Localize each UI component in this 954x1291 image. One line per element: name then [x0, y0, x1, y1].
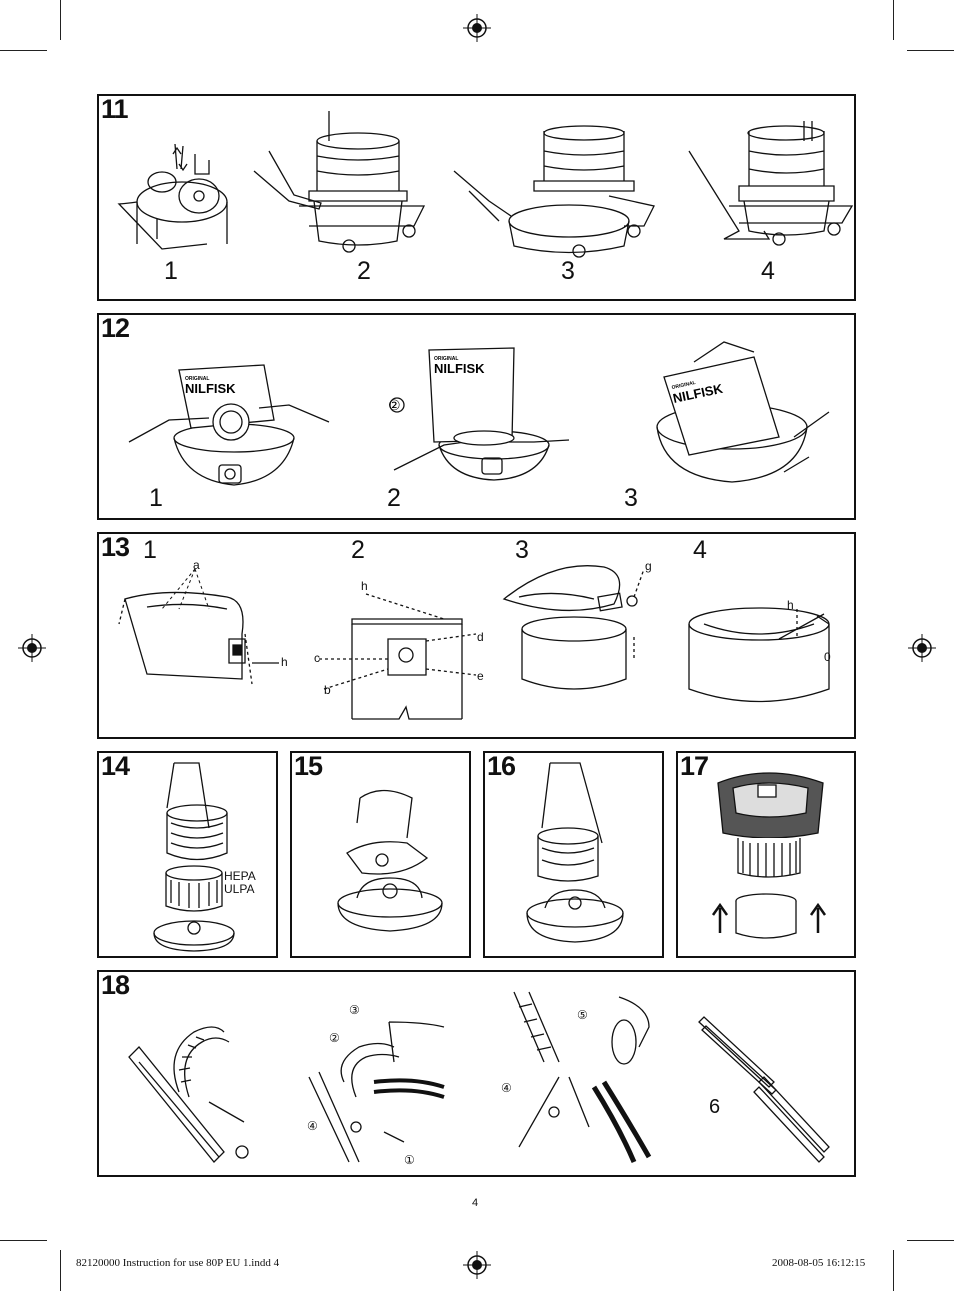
label-g: g [645, 559, 652, 573]
illustration-lid-release [117, 124, 237, 254]
step-number: 1 [143, 536, 157, 564]
circled-step: ② [388, 398, 401, 414]
illustration-container-pull [449, 131, 659, 261]
illustration-filter-on-lid [520, 758, 640, 948]
callout-5: ⑤ [577, 1008, 588, 1022]
illustration-squeegee-hose [124, 1012, 254, 1172]
bag-brand-small: ORIGINAL [185, 376, 209, 382]
step-number: 4 [693, 536, 707, 564]
registration-mark-right [908, 634, 936, 662]
illustration-bag-press: ORIGINAL NILFISK [644, 337, 844, 487]
panel-16: 16 [483, 751, 664, 958]
filter-label-hepa: HEPA [224, 869, 256, 883]
bag-brand: NILFISK [185, 381, 236, 396]
panel-14: 14 HEPA ULPA [97, 751, 278, 958]
illustration-hose-clip: ⑤ ④ [501, 987, 669, 1167]
illustration-empty-container [679, 594, 854, 714]
panel-number: 13 [101, 532, 130, 562]
step-number: 1 [149, 484, 163, 512]
callout-1: ① [404, 1153, 415, 1167]
panel-13: 13 1 2 3 4 a h h c d e b [97, 532, 856, 739]
step-number: 2 [351, 536, 365, 564]
illustration-container-lock [684, 131, 854, 261]
step-number: 6 [709, 1096, 721, 1118]
panel-15: 15 [290, 751, 471, 958]
callout-4: ④ [307, 1119, 318, 1133]
label-h: h [281, 655, 288, 669]
step-number: 1 [164, 257, 178, 285]
illustration-bag-diagram [314, 589, 484, 729]
step-number: 3 [561, 257, 575, 285]
footer-file: 82120000 Instruction for use 80P EU 1.in… [76, 1257, 280, 1269]
bag-brand-small: ORIGINAL [434, 356, 458, 362]
label-b: b [324, 683, 331, 697]
panel-11: 11 1 2 [97, 94, 856, 301]
panel-number: 11 [101, 94, 129, 124]
illustration-hepa-filter [149, 758, 239, 953]
step-number: 3 [624, 484, 638, 512]
step-number: 4 [761, 257, 775, 285]
step-number: 3 [515, 536, 529, 564]
panel-number: 17 [680, 751, 709, 781]
label-c: c [314, 651, 320, 665]
illustration-foot-press [249, 131, 429, 261]
label-zero: 0 [824, 650, 831, 664]
panel-number: 18 [101, 970, 130, 1000]
label-h: h [787, 598, 794, 612]
panel-number: 16 [487, 751, 516, 781]
illustration-bag-removal [494, 559, 669, 704]
panel-number: 14 [101, 751, 130, 781]
footer-timestamp: 2008-08-05 16:12:15 [772, 1257, 866, 1269]
step-number: 2 [357, 257, 371, 285]
illustration-bag-insert: ORIGINAL NILFISK [129, 360, 339, 500]
label-d: d [477, 630, 484, 644]
callout-4: ④ [501, 1081, 512, 1095]
illustration-bag-fit: ORIGINAL NILFISK ② [388, 350, 584, 490]
panel-number: 15 [294, 751, 323, 781]
illustration-squeegee-blades [694, 1002, 844, 1162]
label-h: h [361, 579, 368, 593]
illustration-full-bag [117, 579, 297, 689]
registration-mark-bottom [463, 1251, 491, 1279]
page-number: 4 [472, 1197, 479, 1209]
illustration-lid-assembly [332, 783, 447, 943]
panel-18: 18 ③ ② ④ ① [97, 970, 856, 1177]
illustration-cartridge-filter [708, 763, 838, 948]
callout-3: ③ [349, 1003, 360, 1017]
registration-mark-left [18, 634, 46, 662]
callout-2: ② [329, 1031, 340, 1045]
label-e: e [477, 669, 484, 683]
filter-label-ulpa: ULPA [224, 882, 255, 896]
panel-number: 12 [101, 313, 130, 343]
step-number: 2 [387, 484, 401, 512]
label-a: a [193, 558, 200, 572]
panel-12: 12 ORIGINAL NILFISK 1 ORIGINAL NILFISK ② [97, 313, 856, 520]
illustration-hose-mount: ③ ② ④ ① [307, 1003, 449, 1167]
registration-mark-top [463, 14, 491, 42]
bag-brand: NILFISK [434, 361, 485, 376]
panel-17: 17 [676, 751, 856, 958]
bag-brand-small: ORIGINAL [671, 380, 696, 391]
